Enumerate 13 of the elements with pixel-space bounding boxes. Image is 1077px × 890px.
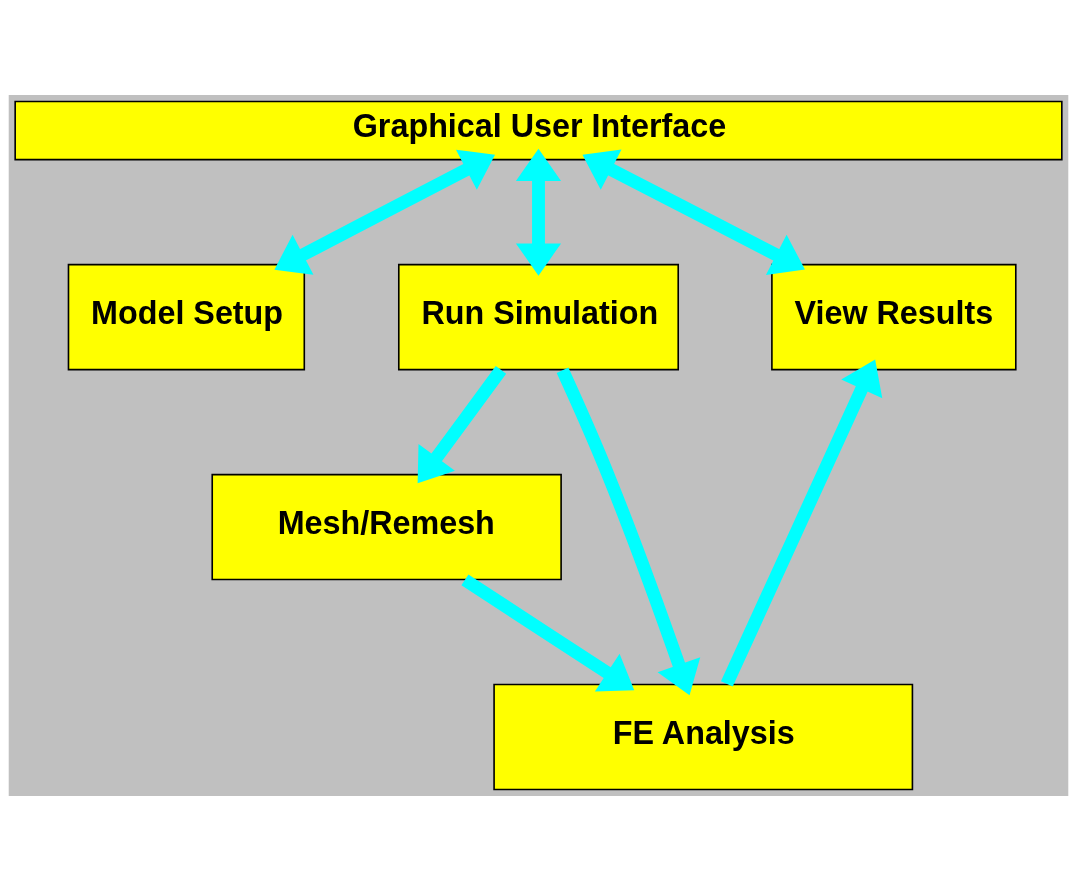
node-box: Run Simulation (397, 263, 680, 370)
arrow (582, 149, 805, 275)
node-box: Model Setup (67, 263, 306, 370)
arrow (515, 148, 562, 276)
arrow (461, 573, 635, 692)
node-box: Mesh/Remesh (211, 473, 562, 580)
arrow (556, 367, 701, 695)
node-box: FE Analysis (493, 683, 914, 790)
node-box: Graphical User Interface (14, 100, 1063, 160)
arrow (720, 359, 883, 687)
node-box: View Results (771, 263, 1017, 370)
arrow (417, 365, 507, 483)
arrow (274, 149, 495, 275)
